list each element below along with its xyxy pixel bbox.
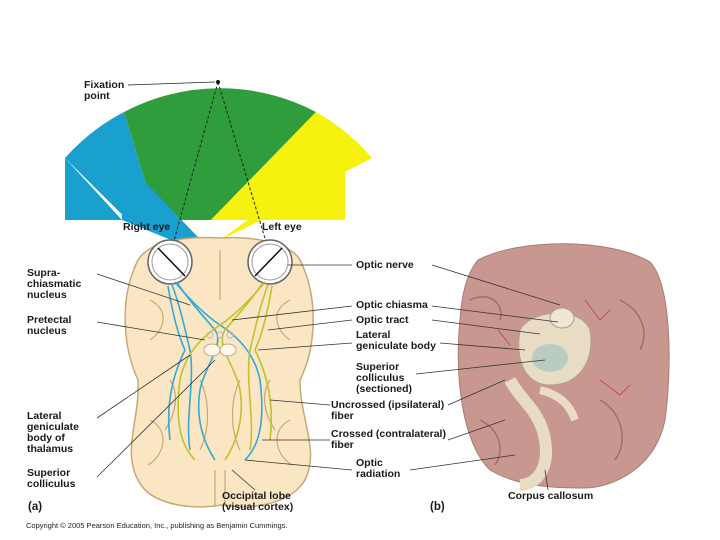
fixation-point-dot	[216, 80, 220, 84]
label-pretectal-nucleus: Pretectal nucleus	[27, 314, 72, 337]
label-occipital-lobe: Occipital lobe (visual cortex)	[222, 490, 294, 513]
thalamic-structures	[203, 331, 237, 357]
label-superior-colliculus-sectioned: Superior colliculus (sectioned)	[356, 361, 413, 395]
copyright-notice: Copyright © 2005 Pearson Education, Inc.…	[26, 521, 288, 530]
label-corpus-callosum: Corpus callosum	[508, 490, 594, 502]
label-right-eye: Right eye	[123, 221, 171, 233]
label-lateral-geniculate-body: Lateral geniculate body	[356, 329, 436, 352]
right-eye	[147, 239, 193, 285]
optic-fibers	[167, 281, 273, 461]
label-optic-tract: Optic tract	[356, 314, 409, 326]
panel-label-a: (a)	[28, 501, 43, 513]
label-superior-colliculus: Superior colliculus	[27, 467, 76, 490]
label-fixation-point: Fixation point	[84, 79, 125, 102]
left-eye	[247, 239, 293, 285]
panel-label-b: (b)	[430, 501, 445, 513]
label-crossed-fiber: Crossed (contralateral) fiber	[331, 428, 446, 451]
label-uncrossed-fiber: Uncrossed (ipsilateral) fiber	[331, 399, 445, 422]
leader-lines-b	[409, 264, 561, 491]
brain-photograph	[457, 243, 670, 491]
label-optic-chiasma: Optic chiasma	[356, 299, 428, 311]
label-lateral-geniculate-thalamus: Lateral geniculate body of thalamus	[27, 410, 79, 455]
leader-lines-a	[96, 264, 353, 491]
label-left-eye: Left eye	[262, 221, 302, 233]
label-optic-radiation: Optic radiation	[356, 457, 401, 480]
label-optic-nerve: Optic nerve	[356, 259, 414, 271]
label-suprachiasmatic-nucleus: Supra- chiasmatic nucleus	[27, 267, 82, 301]
